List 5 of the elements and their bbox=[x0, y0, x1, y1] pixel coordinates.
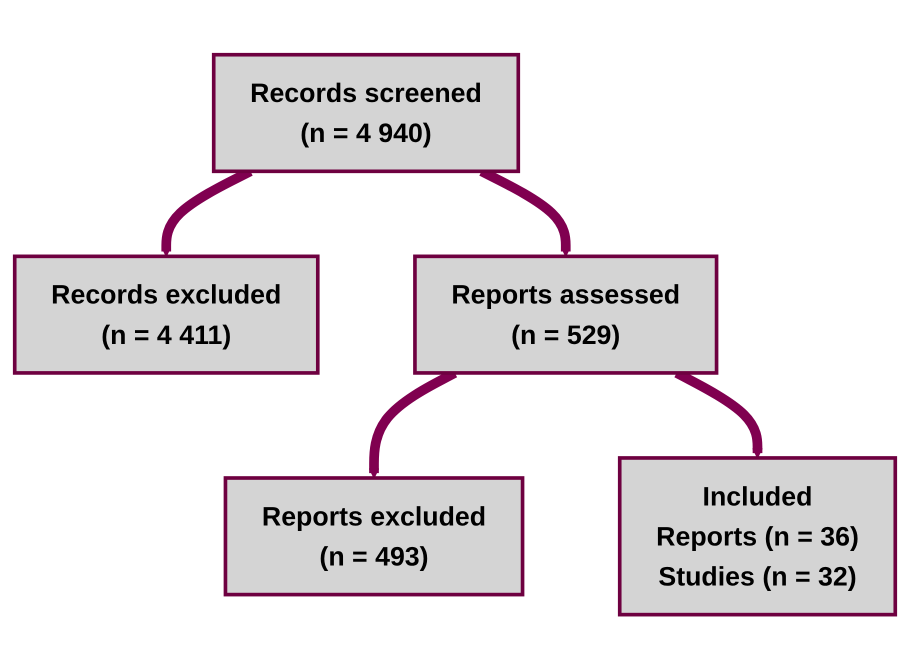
node-box: Records screened (n = 4 940) bbox=[212, 52, 520, 173]
node-box: Reports excluded (n = 493) bbox=[224, 476, 524, 596]
node-box: Included Reports (n = 36) Studies (n = 32) bbox=[618, 456, 898, 616]
node-box: Records excluded (n = 4 411) bbox=[12, 254, 320, 375]
node-box: Reports assessed (n = 529) bbox=[413, 254, 718, 375]
